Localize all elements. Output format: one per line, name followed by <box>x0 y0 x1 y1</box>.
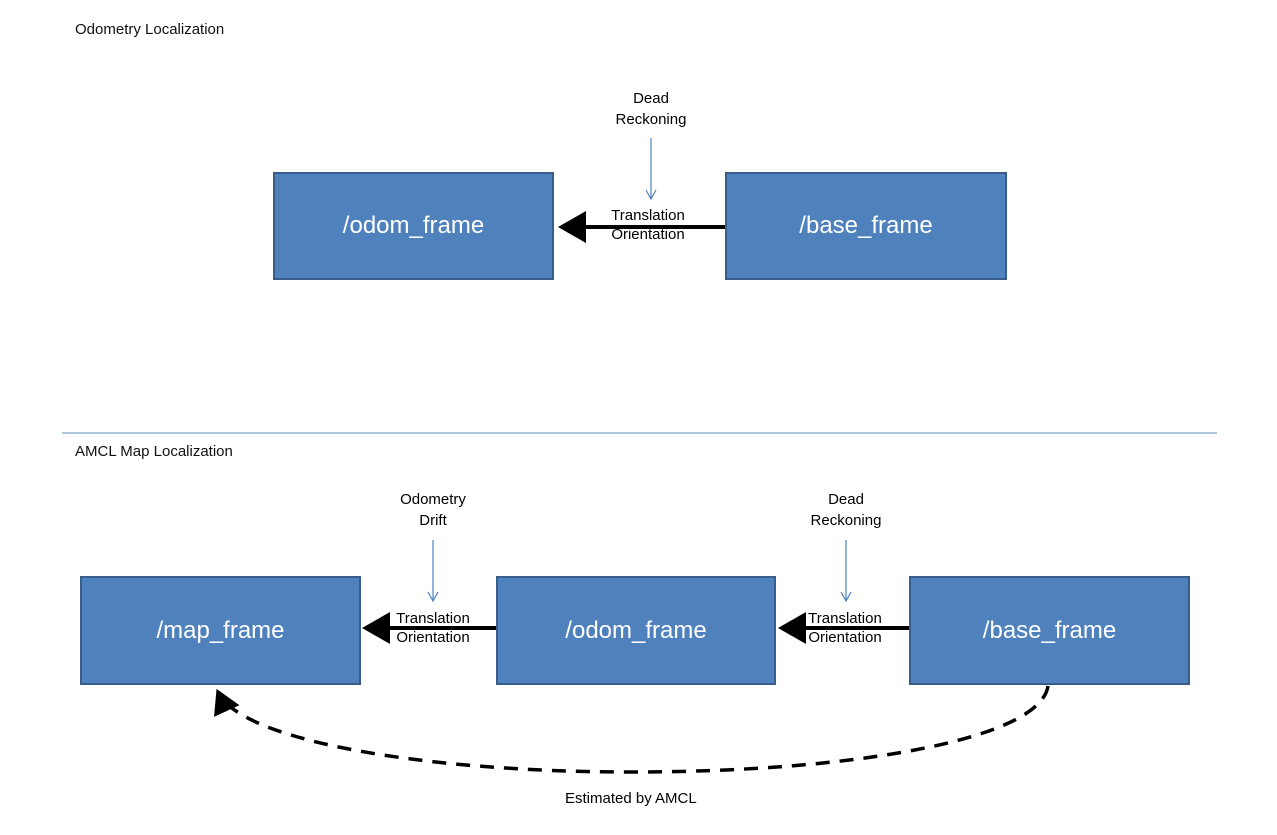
amcl-section-frame-map: /map_frame <box>80 576 361 685</box>
amcl-section-transform-label-1: Translation Orientation <box>378 609 488 647</box>
transform-line: Translation <box>808 610 882 627</box>
amcl-section-note-1: Odometry Drift <box>383 489 483 531</box>
odom-section-frame-base: /base_frame <box>725 172 1007 280</box>
note-line: Reckoning <box>615 111 687 128</box>
odom-section-frame-odom: /odom_frame <box>273 172 554 280</box>
amcl-section-note-2: Dead Reckoning <box>796 489 896 531</box>
amcl-estimate-curve <box>214 685 1050 774</box>
transform-line: Translation <box>611 207 685 224</box>
amcl-section-transform-label-2: Translation Orientation <box>790 609 900 647</box>
amcl-section-frame-odom: /odom_frame <box>496 576 776 685</box>
odom-section-title: Odometry Localization <box>75 21 225 38</box>
odom-section-transform-label: Translation Orientation <box>593 206 703 244</box>
transform-line: Orientation <box>611 226 685 243</box>
transform-line: Orientation <box>808 629 882 646</box>
transform-line: Orientation <box>396 629 470 646</box>
transform-line: Translation <box>396 610 470 627</box>
amcl-section-title: AMCL Map Localization <box>75 443 233 460</box>
note-line: Dead <box>633 90 669 107</box>
note-line: Reckoning <box>810 512 882 529</box>
note-line: Drift <box>419 512 447 529</box>
amcl-estimate-caption: Estimated by AMCL <box>565 790 697 807</box>
note-line: Odometry <box>400 491 466 508</box>
amcl-section-frame-base: /base_frame <box>909 576 1190 685</box>
odom-section-note: Dead Reckoning <box>601 88 701 130</box>
note-line: Dead <box>828 491 864 508</box>
